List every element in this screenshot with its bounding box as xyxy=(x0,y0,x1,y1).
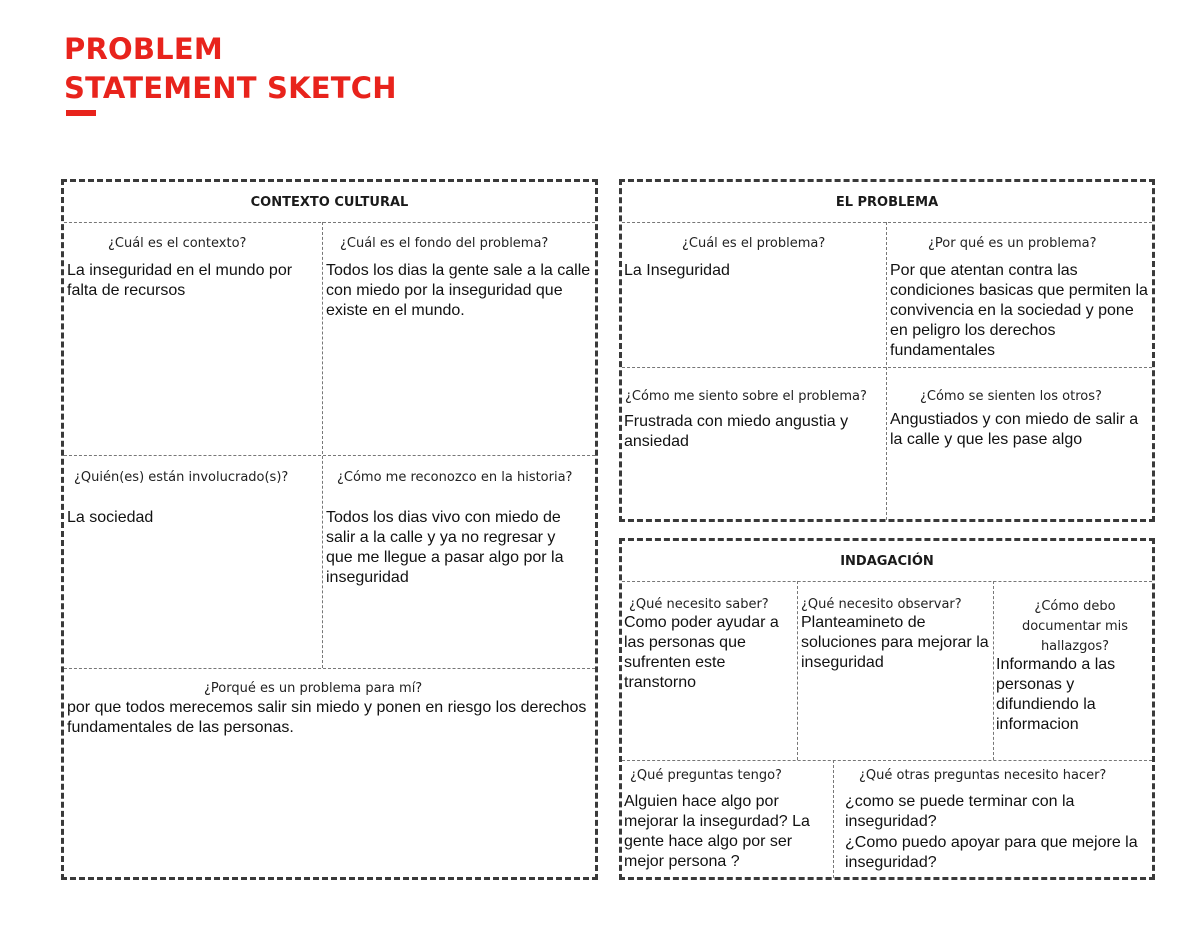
answer-involucrados: La sociedad xyxy=(67,509,154,526)
answer-que-necesito-saber: Como poder ayudar a las personas que suf… xyxy=(624,614,779,691)
question-cual-problema: ¿Cuál es el problema? xyxy=(682,236,826,251)
divider xyxy=(622,760,1152,761)
divider xyxy=(993,581,994,760)
question-reconozco-historia: ¿Cómo me reconozco en la historia? xyxy=(337,470,573,485)
question-que-necesito-saber: ¿Qué necesito saber? xyxy=(629,597,769,612)
divider xyxy=(64,455,595,456)
el-problema-panel: EL PROBLEMA ¿Cuál es el problema? La Ins… xyxy=(619,179,1155,522)
title-line-2: STATEMENT SKETCH xyxy=(64,71,397,105)
question-como-documentar: ¿Cómo debo documentar mis hallazgos? xyxy=(1021,599,1129,654)
question-como-me-siento: ¿Cómo me siento sobre el problema? xyxy=(625,389,867,404)
contexto-cultural-header: CONTEXTO CULTURAL xyxy=(64,182,595,223)
divider xyxy=(322,222,323,668)
answer-porque-problema: por que todos merecemos salir sin miedo … xyxy=(67,699,587,736)
question-involucrados: ¿Quién(es) están involucrado(s)? xyxy=(74,470,289,485)
answer-contexto: La inseguridad en el mundo por falta de … xyxy=(67,262,293,299)
answer-como-documentar: Informando a las personas y difundiendo … xyxy=(996,656,1116,733)
el-problema-header: EL PROBLEMA xyxy=(622,182,1152,223)
answer-fondo-problema: Todos los dias la gente sale a la calle … xyxy=(326,262,591,319)
title-underline xyxy=(66,110,96,116)
contexto-cultural-panel: CONTEXTO CULTURAL ¿Cuál es el contexto? … xyxy=(61,179,598,880)
divider xyxy=(797,581,798,760)
question-como-se-sienten: ¿Cómo se sienten los otros? xyxy=(920,389,1102,404)
answer-otras-preguntas-1: ¿como se puede terminar con la insegurid… xyxy=(845,793,1075,830)
divider xyxy=(833,760,834,878)
question-que-preguntas-tengo: ¿Qué preguntas tengo? xyxy=(630,768,782,783)
answer-que-necesito-observar: Planteamineto de soluciones para mejorar… xyxy=(801,614,989,671)
question-contexto: ¿Cuál es el contexto? xyxy=(108,236,247,251)
answer-reconozco-historia: Todos los dias vivo con miedo de salir a… xyxy=(326,509,564,586)
answer-como-me-siento: Frustrada con miedo angustia y ansiedad xyxy=(624,413,849,450)
question-fondo-problema: ¿Cuál es el fondo del problema? xyxy=(340,236,549,251)
divider xyxy=(622,367,1152,368)
indagacion-header: INDAGACIÓN xyxy=(622,541,1152,582)
indagacion-panel: INDAGACIÓN ¿Qué necesito saber? Como pod… xyxy=(619,538,1155,880)
question-que-necesito-observar: ¿Qué necesito observar? xyxy=(801,597,962,612)
question-otras-preguntas: ¿Qué otras preguntas necesito hacer? xyxy=(859,768,1107,783)
question-porque-problema: ¿Porqué es un problema para mí? xyxy=(204,681,423,696)
page-title: PROBLEM STATEMENT SKETCH xyxy=(64,30,397,108)
answer-por-que-problema: Por que atentan contra las condiciones b… xyxy=(890,262,1148,359)
divider xyxy=(886,222,887,520)
answer-como-se-sienten: Angustiados y con miedo de salir a la ca… xyxy=(890,411,1139,448)
divider xyxy=(64,668,595,669)
answer-cual-problema: La Inseguridad xyxy=(624,262,730,279)
title-line-1: PROBLEM xyxy=(64,32,223,66)
answer-otras-preguntas-2: ¿Como puedo apoyar para que mejore la in… xyxy=(845,834,1138,871)
answer-que-preguntas-tengo: Alguien hace algo por mejorar la insegur… xyxy=(624,793,810,870)
question-por-que-problema: ¿Por qué es un problema? xyxy=(928,236,1097,251)
